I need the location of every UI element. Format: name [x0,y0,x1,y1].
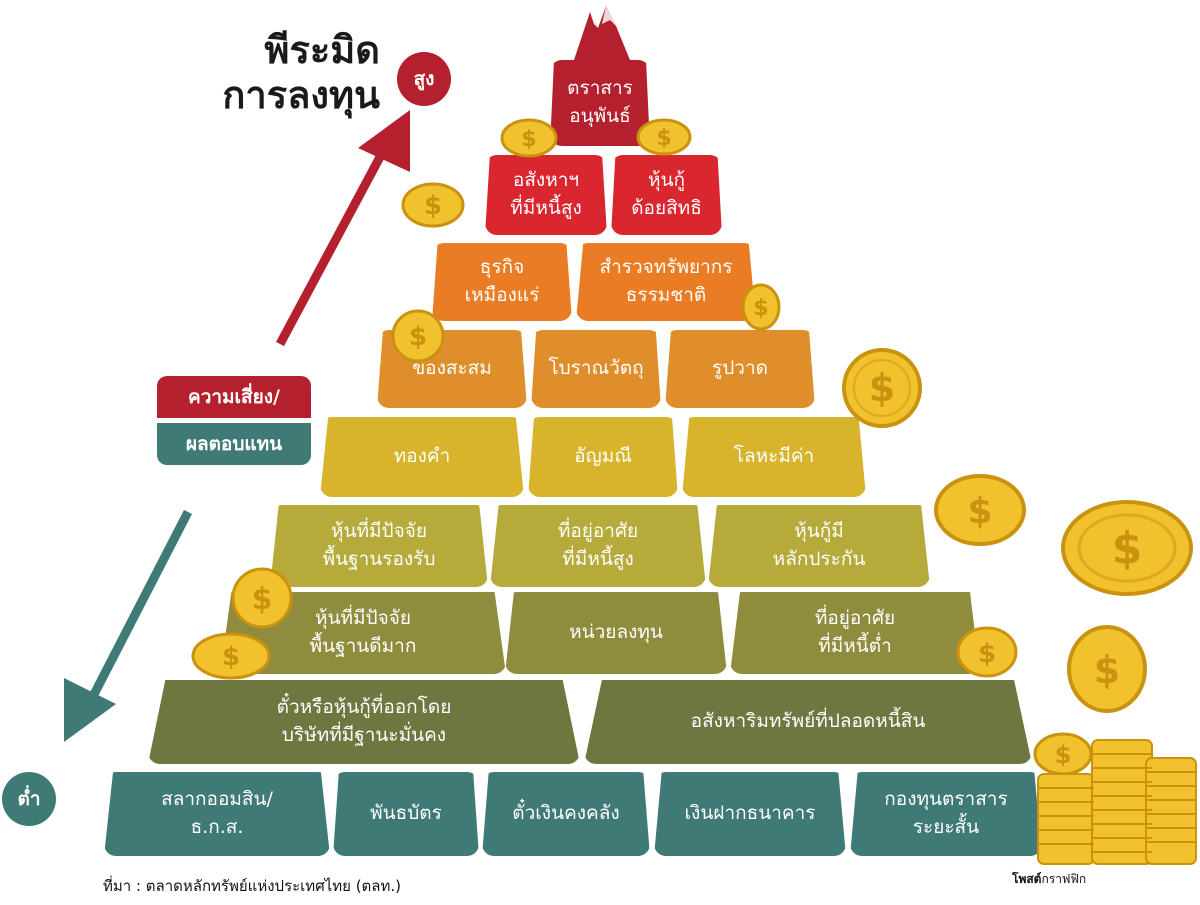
source-note: ที่มา : ตลาดหลักทรัพย์แห่งประเทศไทย (ตลท… [103,877,402,895]
high-label: สูง [397,52,451,106]
tier-5-block-1: ที่อยู่อาศัย ที่มีหนี้สูง [490,505,706,587]
svg-text:$: $ [409,322,427,352]
svg-text:$: $ [252,582,273,617]
mountain-peak-icon [574,6,630,60]
graphic-credit: โพสต์กราฟฟิก [1012,870,1086,889]
tier-8-block-2: ตั๋วเงินคงคลัง [482,772,650,856]
svg-text:$: $ [1055,741,1072,769]
svg-text:$: $ [1112,523,1143,574]
coin-icon: $ [636,118,692,156]
block-label: โลหะมีค่า [733,445,815,468]
block-label: ตราสาร อนุพันธ์ [567,77,633,127]
return-tag: ผลตอบแทน [157,423,311,465]
block-label: ที่อยู่อาศัย ที่มีหนี้สูง [557,520,639,570]
low-label: ต่ำ [2,772,56,826]
tier-6-block-2: ที่อยู่อาศัย ที่มีหนี้ต่ำ [730,592,980,674]
block-label: อสังหาฯ ที่มีหนี้สูง [510,169,582,219]
coin-icon: $ [1061,500,1193,596]
tier-1-block-0: อสังหาฯ ที่มีหนี้สูง [485,155,607,235]
svg-text:$: $ [1094,648,1120,692]
high-label-text: สูง [413,68,435,90]
block-label: ตั๋วหรือหุ้นกู้ที่ออกโดย บริษัทที่มีฐานะ… [276,696,452,746]
coin-icon: $ [1033,732,1093,776]
coin-icon: $ [741,283,781,331]
block-label: โบราณวัตถุ [548,357,644,380]
tier-5-block-2: หุ้นกู้มี หลักประกัน [708,505,930,587]
coin-icon: $ [191,632,271,680]
block-label: หน่วยลงทุน [569,621,663,644]
arrow-down-icon [64,510,192,742]
block-label: สำรวจทรัพยากร ธรรมชาติ [599,256,733,306]
tier-2-block-0: ธุรกิจ เหมืองแร่ [432,243,572,321]
tier-7-block-0: ตั๋วหรือหุ้นกู้ที่ออกโดย บริษัทที่มีฐานะ… [148,680,580,764]
block-label: หุ้นที่มีปัจจัย พื้นฐานดีมาก [309,607,417,657]
tier-0-block-0: ตราสาร อนุพันธ์ [550,60,650,146]
credit-bold: โพสต์ [1012,872,1042,886]
tier-3-block-2: รูปวาด [665,330,815,408]
block-label: ธุรกิจ เหมืองแร่ [464,256,540,306]
tier-8-block-0: สลากออมสิน/ ธ.ก.ส. [104,772,330,856]
tier-6-block-1: หน่วยลงทุน [505,592,727,674]
tier-2-block-1: สำรวจทรัพยากร ธรรมชาติ [576,243,756,321]
return-tag-text: ผลตอบแทน [185,433,283,455]
coin-icon: $ [231,567,293,629]
coin-icon: $ [956,626,1018,678]
low-label-text: ต่ำ [17,788,41,810]
tier-4-block-0: ทองคำ [320,417,524,497]
svg-text:$: $ [869,366,895,410]
coin-icon: $ [934,474,1026,546]
block-label: ที่อยู่อาศัย ที่มีหนี้ต่ำ [814,607,896,657]
page-title: พีระมิด การลงทุน [222,28,380,117]
coin-icon: $ [842,348,922,428]
tier-7-block-1: อสังหาริมทรัพย์ที่ปลอดหนี้สิน [584,680,1032,764]
block-label: อสังหาริมทรัพย์ที่ปลอดหนี้สิน [690,710,926,733]
tier-3-block-1: โบราณวัตถุ [531,330,661,408]
svg-text:$: $ [978,639,996,669]
risk-tag-text: ความเสี่ยง/ [187,386,280,408]
coin-icon: $ [1067,625,1147,713]
credit-rest: กราฟฟิก [1041,872,1087,886]
coin-stack-icon [1037,739,1197,865]
tier-1-block-1: หุ้นกู้ ด้อยสิทธิ [611,155,722,235]
tier-8-block-1: พันธบัตร [333,772,479,856]
block-label: ตั๋วเงินคงคลัง [512,802,620,825]
coin-icon: $ [401,182,465,228]
block-label: ของสะสม [412,357,492,380]
risk-tag: ความเสี่ยง/ [157,376,311,418]
block-label: ทองคำ [393,445,451,468]
coin-icon: $ [500,118,558,158]
coin-icon: $ [391,309,445,363]
svg-text:$: $ [424,191,442,221]
svg-text:$: $ [753,296,768,321]
block-label: สลากออมสิน/ ธ.ก.ส. [161,788,273,838]
tier-8-block-3: เงินฝากธนาคาร [654,772,846,856]
block-label: หุ้นที่มีปัจจัย พื้นฐานรองรับ [322,520,436,570]
svg-text:$: $ [222,642,240,672]
tier-8-block-4: กองทุนตราสาร ระยะสั้น [850,772,1042,856]
tier-4-block-2: โลหะมีค่า [682,417,866,497]
tier-5-block-0: หุ้นที่มีปัจจัย พื้นฐานรองรับ [270,505,488,587]
arrow-up-icon [276,110,410,347]
svg-text:$: $ [521,127,536,152]
block-label: พันธบัตร [370,802,442,825]
svg-text:$: $ [656,126,671,151]
block-label: เงินฝากธนาคาร [684,802,816,825]
block-label: หุ้นกู้ ด้อยสิทธิ [631,169,702,219]
block-label: รูปวาด [712,357,768,380]
svg-text:$: $ [967,491,992,532]
block-label: หุ้นกู้มี หลักประกัน [772,520,866,570]
block-label: อัญมณี [574,445,632,468]
block-label: กองทุนตราสาร ระยะสั้น [884,788,1008,838]
tier-4-block-1: อัญมณี [528,417,678,497]
